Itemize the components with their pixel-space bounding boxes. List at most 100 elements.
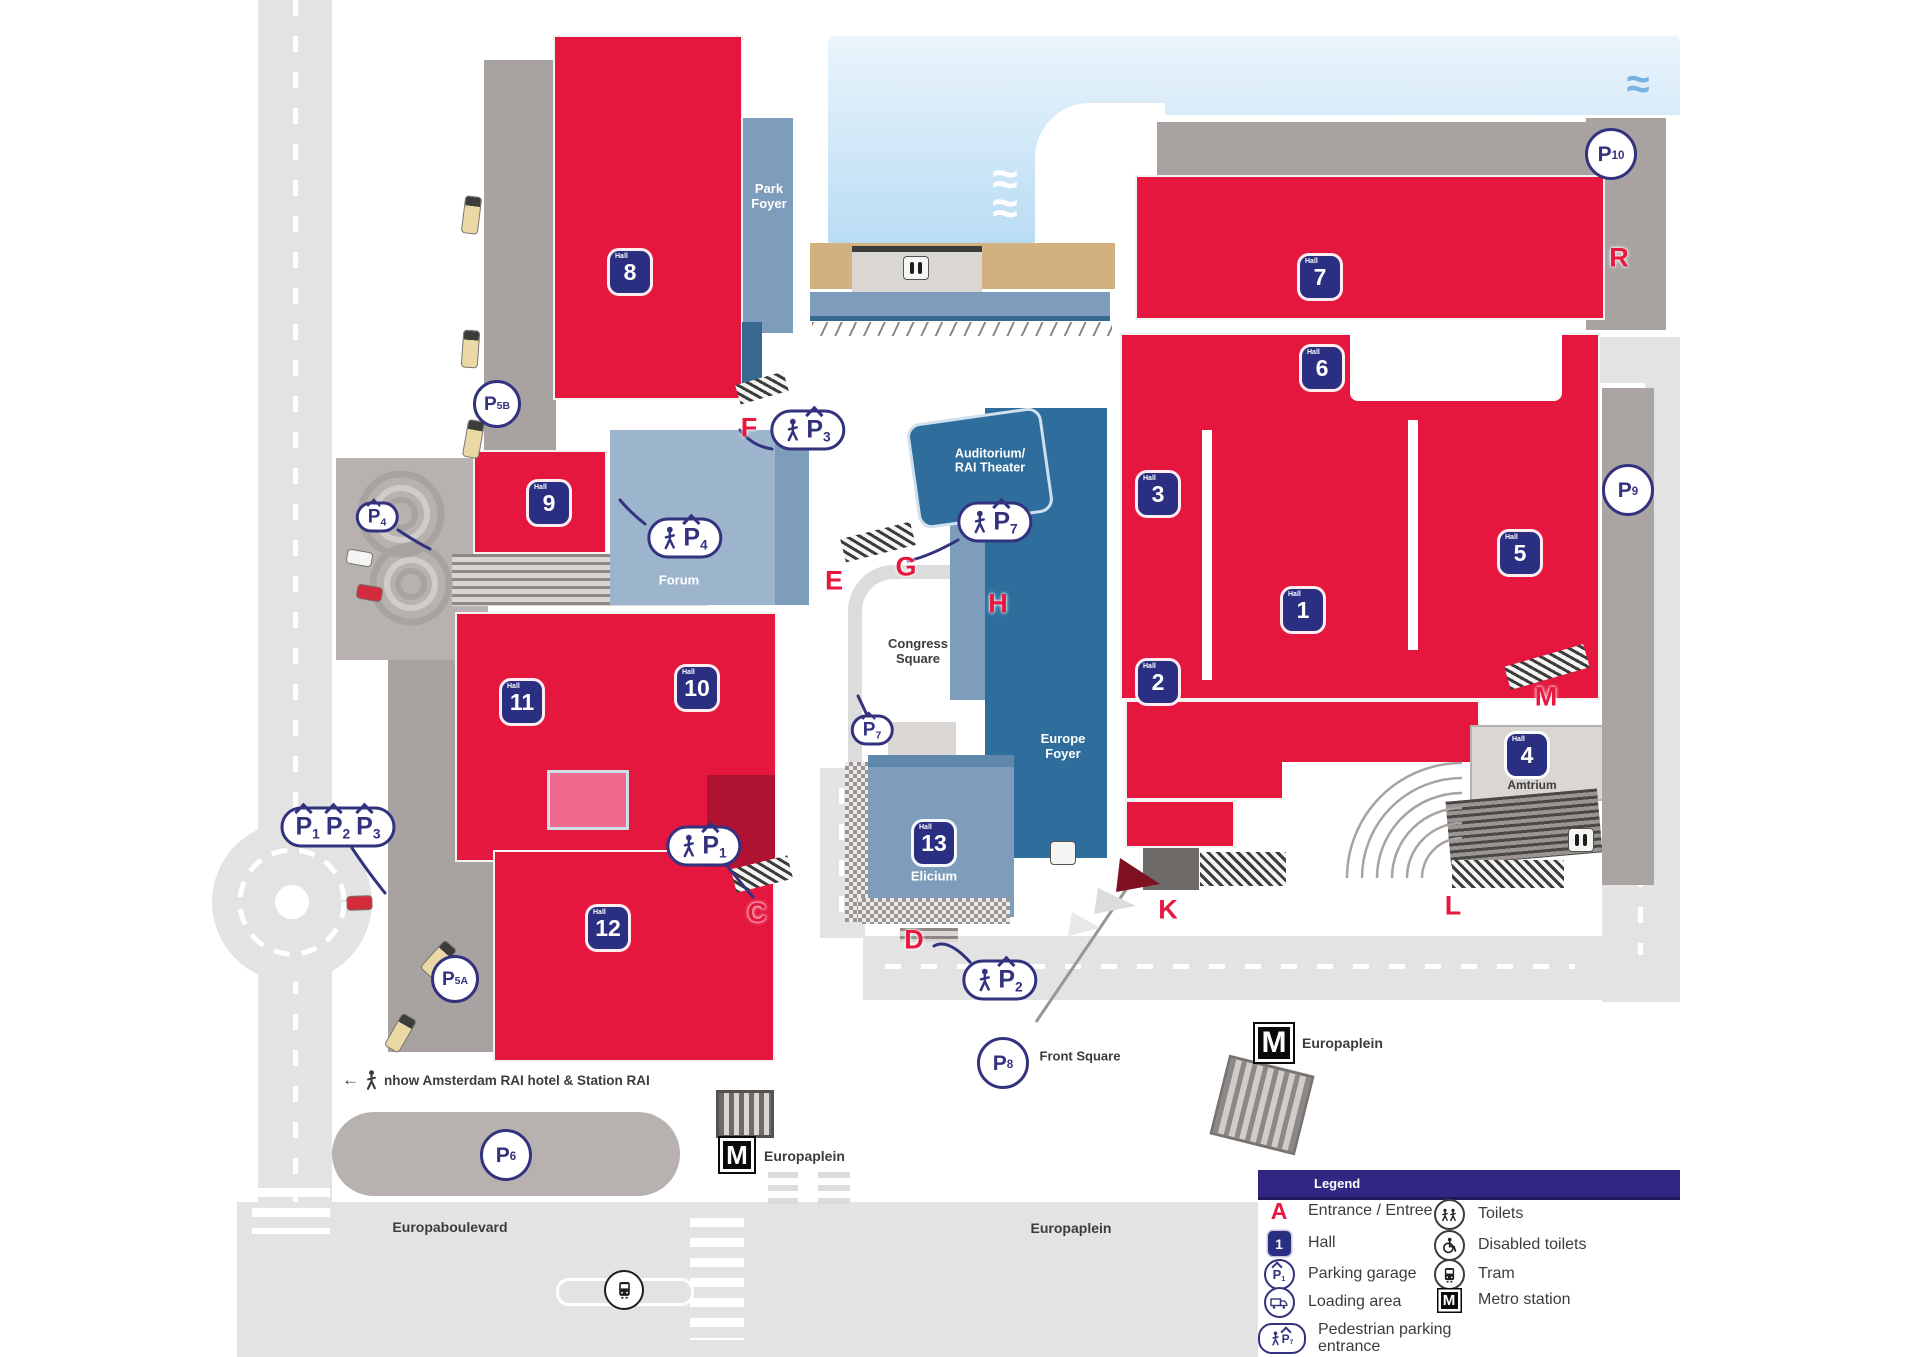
pedestrian-p2-bubble: P2 xyxy=(962,955,1038,1001)
metro-station-right-label: Europaplein xyxy=(1302,1035,1383,1051)
front-square-label: Front Square xyxy=(1039,1048,1121,1064)
truck xyxy=(460,329,481,369)
amtrium-dock-zebra xyxy=(1452,860,1564,888)
metro-entrance-stairs xyxy=(716,1090,774,1138)
pedestrian-icon xyxy=(681,835,696,858)
parking-p1-p2-p3-bubble: P1 P2 P3 xyxy=(280,802,396,848)
road-right-top xyxy=(1585,337,1680,383)
toilets-icon xyxy=(903,256,929,280)
toilets-icon xyxy=(1050,841,1076,865)
legend-row-pedestrian-parking: P7 Pedestrian parking entrance xyxy=(1258,1321,1468,1356)
hall-1-southwest-wing xyxy=(1125,800,1235,848)
pedestrian-icon xyxy=(365,1070,378,1090)
hall-7-building xyxy=(1135,175,1605,320)
corridor-slit xyxy=(1202,430,1212,680)
waves-icon: ≈ ≈ xyxy=(992,152,1018,233)
nhow-note-text: nhow Amsterdam RAI hotel & Station RAI xyxy=(384,1072,650,1088)
pedestrian-p4-bubble: P4 xyxy=(647,513,723,559)
metro-icon: M xyxy=(1253,1022,1295,1064)
canopy-ticks xyxy=(812,322,1112,336)
legend-row-hall: 1 Hall xyxy=(1262,1231,1462,1256)
europaplein-road-label: Europaplein xyxy=(1030,1220,1112,1236)
parking-p7-bubble: P7 xyxy=(850,711,894,746)
hall-12-building xyxy=(493,850,775,1062)
pedestrian-icon xyxy=(972,511,987,534)
park-foyer-building xyxy=(743,118,793,333)
dock-zebra-k xyxy=(1200,852,1286,886)
road-dashes xyxy=(293,978,298,1204)
building-p9-strip xyxy=(1602,388,1654,885)
waves-icon: ≈ xyxy=(1626,59,1650,107)
legend-row-loading-area: Loading area xyxy=(1262,1287,1462,1318)
amtrium-label: Amtrium xyxy=(1507,778,1557,793)
crosswalk xyxy=(768,1172,798,1206)
amtrium-roof xyxy=(1445,788,1603,866)
entrance-legend-icon: A xyxy=(1270,1198,1288,1224)
entrance-m: M xyxy=(1534,681,1558,712)
pedestrian-icon xyxy=(785,419,800,442)
toilets-icon xyxy=(1568,828,1594,852)
parking-grid xyxy=(1209,1054,1315,1156)
tram-legend-icon xyxy=(1433,1259,1465,1290)
pedestrian-icon xyxy=(977,969,992,992)
parking-p4-bubble: P4 xyxy=(355,498,399,533)
legend-row-parking-garage: P1 Parking garage xyxy=(1262,1259,1462,1290)
europe-foyer-label: Europe Foyer xyxy=(1040,731,1086,761)
entrance-f: F xyxy=(740,412,758,443)
elicium-scaffold-west xyxy=(845,762,871,922)
legend-row-disabled-toilets: Disabled toilets xyxy=(1432,1230,1632,1261)
metro-icon: M xyxy=(718,1136,756,1174)
entrance-c: C xyxy=(747,897,767,928)
road-dashes xyxy=(293,0,298,828)
entrance-r: R xyxy=(1609,242,1629,273)
entrance-h: H xyxy=(988,588,1008,619)
legend-title: Legend xyxy=(1314,1176,1361,1191)
metro-station-bottom-label: Europaplein xyxy=(764,1148,845,1164)
hall-8-building xyxy=(553,35,743,400)
entrance-k: K xyxy=(1158,894,1178,925)
building-north-strip xyxy=(1157,122,1665,175)
loading-dock-k xyxy=(1143,848,1199,890)
entrance-g: G xyxy=(895,551,917,582)
road-dashes xyxy=(839,788,844,928)
truck xyxy=(460,195,483,235)
walkway-north xyxy=(810,292,1110,321)
pedestrian-icon xyxy=(662,527,677,550)
hall-legend-icon: 1 xyxy=(1267,1231,1291,1256)
loading-area-legend-icon xyxy=(1263,1287,1295,1318)
park-foyer-label: Park Foyer xyxy=(751,181,787,211)
entrance-e: E xyxy=(824,565,844,596)
legend-row-toilets: Toilets xyxy=(1432,1199,1632,1230)
legend-row-metro: M Metro station xyxy=(1432,1288,1632,1313)
elicium-label: Elicium xyxy=(910,868,958,884)
congress-square-label: Congress Square xyxy=(888,636,948,666)
tram-icon xyxy=(604,1270,644,1310)
walkway-column xyxy=(742,322,762,384)
elicium-scaffold-south xyxy=(858,898,1010,924)
entrance-l: L xyxy=(1444,890,1462,921)
elicium-steps xyxy=(900,928,958,942)
parking-garage-legend-icon: P1 xyxy=(1263,1259,1295,1290)
legend-row-entrance: A Entrance / Entree xyxy=(1270,1198,1433,1224)
crosswalk xyxy=(690,1218,744,1340)
forum-east-wing xyxy=(775,430,809,605)
road-dashes xyxy=(885,964,1575,969)
crosswalk xyxy=(818,1172,850,1206)
auditorium-label: Auditorium/ RAI Theater xyxy=(954,446,1026,475)
car xyxy=(346,895,373,911)
crosswalk xyxy=(252,1188,330,1234)
